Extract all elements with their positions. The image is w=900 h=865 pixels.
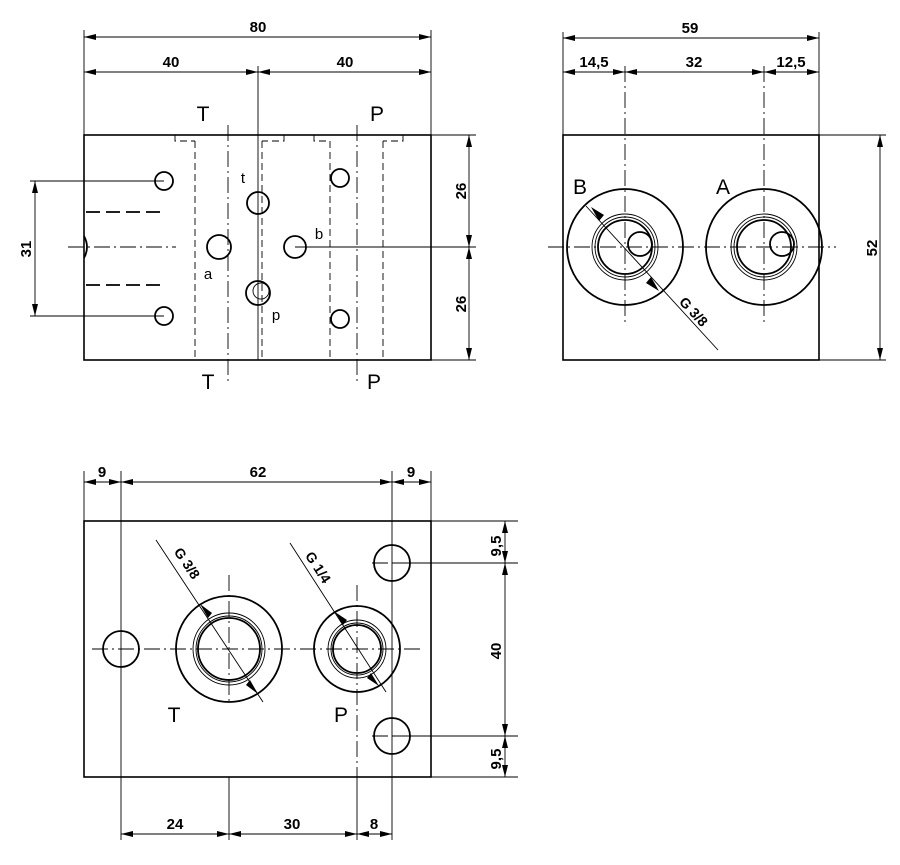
front-label-b: b	[315, 226, 323, 243]
front-mounting-hole-bottom	[154, 306, 174, 326]
front-label-a: a	[204, 266, 213, 283]
front-hole-p	[245, 280, 271, 306]
front-port-T-top: T	[197, 103, 210, 126]
front-dim-26-lower: 26	[453, 296, 470, 313]
front-hole-bottom-right	[330, 309, 350, 329]
bottom-port-T-counterbore	[175, 595, 283, 703]
side-port-A-bore	[736, 219, 792, 275]
bottom-port-T-label: T	[168, 704, 181, 727]
side-port-B-counterbore	[566, 188, 684, 306]
bottom-dim-8: 8	[370, 816, 378, 833]
front-dim-40-left: 40	[163, 54, 180, 71]
front-port-T-bottom: T	[202, 371, 215, 394]
front-view: 80 40 40 26 26 31	[18, 19, 476, 394]
bottom-dim-9-left: 9	[98, 464, 106, 481]
side-thread-leader	[585, 205, 719, 351]
bottom-mounting-hole-top-right	[373, 544, 411, 582]
bottom-mounting-hole-bottom-right	[373, 717, 411, 755]
side-port-B-label: B	[573, 176, 587, 199]
side-dim-12-5: 12,5	[776, 54, 805, 71]
bottom-mounting-hole-left	[102, 630, 140, 668]
front-body-outline	[83, 134, 432, 361]
front-dim-40-right: 40	[337, 54, 354, 71]
front-mounting-hole-top	[154, 171, 174, 191]
bottom-port-T-bore	[197, 617, 261, 681]
front-port-P-bottom: P	[367, 371, 381, 394]
bottom-port-P-label: P	[334, 704, 348, 727]
bottom-dim-9-5-top: 9,5	[488, 536, 505, 557]
front-dim-26-upper: 26	[453, 183, 470, 200]
bottom-port-P-bore	[332, 624, 382, 674]
front-hole-t	[246, 191, 270, 215]
bottom-thread-P-leader	[289, 542, 387, 693]
front-dim-31: 31	[18, 241, 35, 258]
side-view: 59 14,5 32 12,5 52	[548, 20, 886, 361]
side-dim-32: 32	[686, 54, 703, 71]
side-thread-G38: G 3/8	[676, 294, 711, 330]
front-hole-a	[206, 234, 232, 260]
front-hole-top-right	[330, 168, 350, 188]
bottom-view: 9 62 9 9,5 40 9,5 24 30 8	[83, 464, 518, 840]
bottom-dim-30: 30	[284, 816, 301, 833]
front-label-t: t	[241, 170, 246, 187]
front-port-P-top: P	[370, 103, 384, 126]
bottom-body-outline	[83, 520, 432, 778]
side-dim-14-5: 14,5	[579, 54, 608, 71]
side-body-outline	[562, 134, 820, 361]
bottom-dim-9-right: 9	[407, 464, 415, 481]
side-dim-59: 59	[682, 20, 699, 37]
bottom-thread-G38: G 3/8	[171, 545, 204, 583]
front-dim-80: 80	[250, 19, 267, 36]
bottom-port-P-counterbore	[313, 605, 401, 693]
bottom-dim-40: 40	[488, 643, 505, 660]
bottom-dim-62: 62	[250, 464, 267, 481]
bottom-dim-9-5-bottom: 9,5	[488, 749, 505, 770]
side-port-A-label: A	[716, 176, 730, 199]
bottom-dim-24: 24	[167, 816, 184, 833]
side-port-A-counterbore	[705, 188, 823, 306]
bottom-thread-G14: G 1/4	[302, 549, 334, 587]
side-dim-52: 52	[864, 240, 881, 257]
bottom-thread-T-leader	[155, 539, 264, 703]
front-label-p: p	[272, 307, 280, 324]
